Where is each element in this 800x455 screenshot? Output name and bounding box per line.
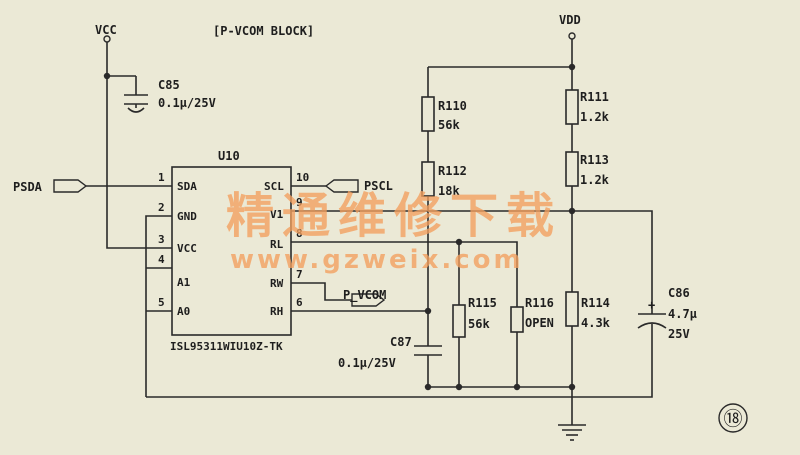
ic-pin-2-number: 2 bbox=[158, 201, 165, 214]
ic-u10-body bbox=[171, 166, 292, 336]
resistor-r113 bbox=[565, 151, 579, 187]
psda-connector bbox=[53, 179, 88, 193]
ic-pin-10-name: SCL bbox=[264, 180, 284, 193]
r110-ref: R110 bbox=[438, 99, 467, 113]
pscl-connector bbox=[324, 179, 359, 193]
r112-ref: R112 bbox=[438, 164, 467, 178]
c87-ref: C87 bbox=[390, 335, 412, 349]
ic-pin-10-number: 10 bbox=[296, 171, 309, 184]
ic-pin-2-name: GND bbox=[177, 210, 197, 223]
r110-value: 56k bbox=[438, 118, 460, 132]
resistor-r114 bbox=[565, 291, 579, 327]
ic-pin-5-number: 5 bbox=[158, 296, 165, 309]
resistor-r111 bbox=[565, 89, 579, 125]
ic-ref: U10 bbox=[218, 149, 240, 163]
ic-pin-8-name: RL bbox=[270, 238, 284, 251]
r113-ref: R113 bbox=[580, 153, 609, 167]
r114-ref: R114 bbox=[581, 296, 610, 310]
ic-pin-3-number: 3 bbox=[158, 233, 165, 246]
capacitor-c87 bbox=[414, 345, 442, 356]
pscl-label: PSCL bbox=[364, 179, 393, 193]
ic-pin-6-number: 6 bbox=[296, 296, 303, 309]
ic-pin-3-name: VCC bbox=[177, 242, 197, 255]
resistor-r110 bbox=[421, 96, 435, 132]
r116-ref: R116 bbox=[525, 296, 554, 310]
figure-number: ⑱ bbox=[723, 408, 742, 430]
r111-ref: R111 bbox=[580, 90, 609, 104]
r112-value: 18k bbox=[438, 184, 460, 198]
ic-pin-6-name: RH bbox=[270, 305, 283, 318]
ic-pin-4-name: A1 bbox=[177, 276, 191, 289]
block-title: [P-VCOM BLOCK] bbox=[213, 24, 314, 38]
vcc-terminal bbox=[103, 35, 111, 43]
ic-pin-8-number: 8 bbox=[296, 227, 303, 240]
psda-label: PSDA bbox=[13, 180, 43, 194]
resistor-r116 bbox=[510, 306, 524, 333]
ic-pin-7-number: 7 bbox=[296, 268, 303, 281]
c86-voltage: 25V bbox=[668, 327, 690, 341]
c87-value: 0.1μ/25V bbox=[338, 356, 396, 370]
r116-value: OPEN bbox=[525, 316, 554, 330]
capacitor-c86 bbox=[637, 313, 667, 329]
p-vcom-label: P_VCOM bbox=[343, 288, 386, 303]
vcc-label: VCC bbox=[95, 23, 117, 37]
ic-pin-5-name: A0 bbox=[177, 305, 190, 318]
vdd-label: VDD bbox=[559, 13, 581, 27]
c86-ref: C86 bbox=[668, 286, 690, 300]
resistor-r115 bbox=[452, 304, 466, 338]
ground-symbol bbox=[558, 424, 586, 441]
junctions bbox=[103, 63, 576, 391]
r113-value: 1.2k bbox=[580, 173, 610, 187]
wires bbox=[86, 39, 653, 425]
ic-part-number: ISL95311WIU10Z-TK bbox=[170, 340, 283, 353]
capacitor-c85 bbox=[124, 94, 148, 113]
ic-pin-9-number: 9 bbox=[296, 196, 303, 209]
ic-pin-9-name: V1 bbox=[270, 208, 284, 221]
vdd-terminal bbox=[568, 32, 576, 40]
r115-value: 56k bbox=[468, 317, 490, 331]
figure-number-circle bbox=[718, 403, 748, 433]
c86-value: 4.7μ bbox=[668, 307, 697, 321]
r115-ref: R115 bbox=[468, 296, 497, 310]
watermark-chinese: 精通维修下载 bbox=[226, 188, 562, 244]
ic-pin-4-number: 4 bbox=[158, 253, 165, 266]
resistor-r112 bbox=[421, 161, 435, 197]
watermark-url: www.gzweix.com bbox=[230, 245, 524, 275]
r114-value: 4.3k bbox=[581, 316, 611, 330]
ic-pin-1-number: 1 bbox=[158, 171, 165, 184]
r111-value: 1.2k bbox=[580, 110, 610, 124]
c85-value: 0.1μ/25V bbox=[158, 96, 216, 110]
c85-ref: C85 bbox=[158, 78, 180, 92]
ic-pin-7-name: RW bbox=[270, 277, 284, 290]
c86-polarity: + bbox=[648, 298, 655, 312]
p-vcom-connector bbox=[351, 293, 386, 307]
ic-pin-1-name: SDA bbox=[177, 180, 197, 193]
